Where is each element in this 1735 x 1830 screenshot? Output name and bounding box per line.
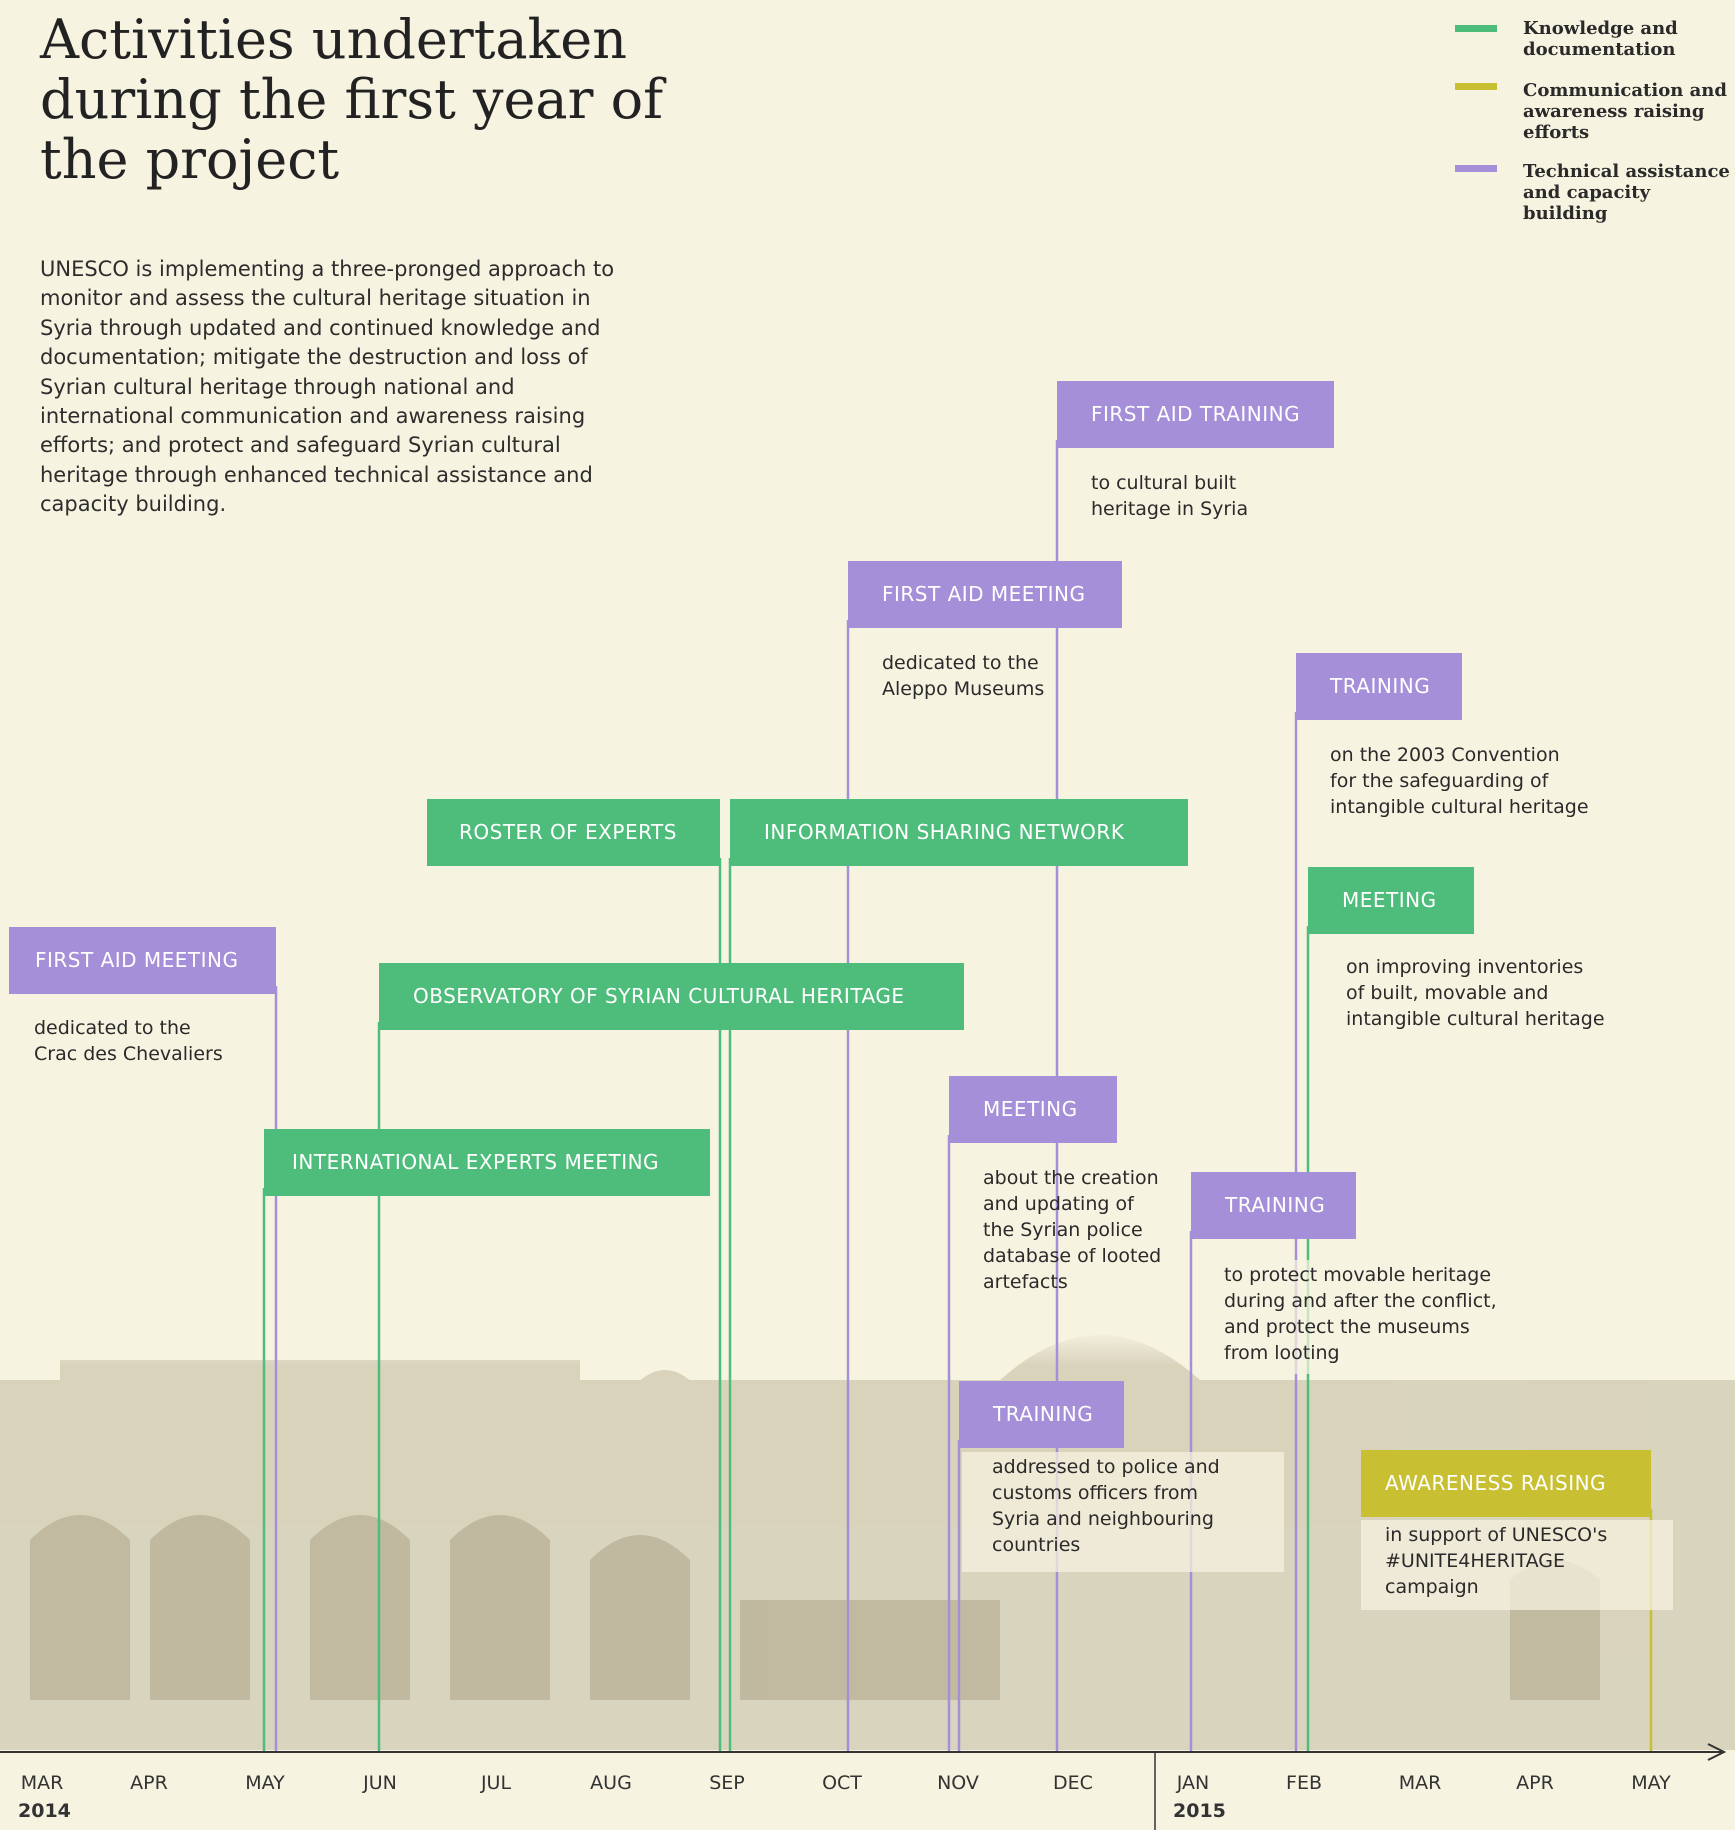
activity-flag: INFORMATION SHARING NETWORK xyxy=(730,799,1188,866)
legend-swatch xyxy=(1455,83,1497,90)
legend-label: Communication and awareness raising effo… xyxy=(1523,80,1727,143)
month-label: SEP xyxy=(709,1772,745,1794)
month-label: JAN xyxy=(1176,1772,1210,1794)
timeline-axis xyxy=(0,1743,1727,1830)
legend-item-knowledge: Knowledge and documentation xyxy=(1455,18,1735,68)
activity-flag: AWARENESS RAISING xyxy=(1361,1450,1651,1517)
activity-description: addressed to police and customs officers… xyxy=(962,1452,1284,1572)
intro-text: UNESCO is implementing a three-pronged a… xyxy=(40,257,615,517)
month-label: MAY xyxy=(1631,1772,1671,1794)
activity-description: on improving inventories of built, movab… xyxy=(1346,956,1605,1030)
activity-description: to protect movable heritage during and a… xyxy=(1194,1260,1554,1374)
page-title: Activities undertaken during the first y… xyxy=(40,8,664,191)
activity-flag: FIRST AID MEETING xyxy=(848,561,1122,628)
activity-flag: TRAINING xyxy=(959,1381,1124,1448)
month-label: AUG xyxy=(590,1772,632,1794)
month-label: MAR xyxy=(20,1772,64,1794)
activity-flag: ROSTER OF EXPERTS xyxy=(427,799,720,866)
legend-item-technical: Technical assistance and capacity buildi… xyxy=(1455,161,1735,224)
activity-description: dedicated to the Crac des Chevaliers xyxy=(34,1017,223,1065)
activity-description: to cultural built heritage in Syria xyxy=(1091,472,1249,520)
activity-description: about the creation and updating of the S… xyxy=(983,1167,1162,1293)
month-label: APR xyxy=(130,1772,168,1794)
legend-item-communication: Communication and awareness raising effo… xyxy=(1455,80,1735,148)
legend-swatch xyxy=(1455,165,1497,172)
month-label: FEB xyxy=(1286,1772,1322,1794)
activity-flag: INTERNATIONAL EXPERTS MEETING xyxy=(264,1129,710,1196)
activity-description: dedicated to the Aleppo Museums xyxy=(882,652,1045,700)
activity-flag: MEETING xyxy=(949,1076,1117,1143)
month-label: DEC xyxy=(1053,1772,1093,1794)
activity-flag: FIRST AID MEETING xyxy=(9,927,276,994)
month-label: MAR xyxy=(1398,1772,1442,1794)
month-label: APR xyxy=(1516,1772,1554,1794)
activity-flag: FIRST AID TRAINING xyxy=(1057,381,1334,448)
month-label: JUL xyxy=(480,1772,512,1794)
activity-description: on the 2003 Convention for the safeguard… xyxy=(1330,744,1589,818)
activity-flag: TRAINING xyxy=(1296,653,1462,720)
month-label: NOV xyxy=(937,1772,979,1794)
legend-swatch xyxy=(1455,25,1497,32)
legend-label: Knowledge and documentation xyxy=(1523,18,1678,60)
activity-flag: MEETING xyxy=(1308,867,1474,934)
month-label: MAY xyxy=(245,1772,285,1794)
year-label: 2014 xyxy=(18,1800,71,1822)
activity-flag: OBSERVATORY OF SYRIAN CULTURAL HERITAGE xyxy=(379,963,964,1030)
legend-label: Technical assistance and capacity buildi… xyxy=(1523,161,1730,224)
year-label: 2015 xyxy=(1173,1800,1226,1822)
month-label: OCT xyxy=(822,1772,862,1794)
activity-flag: TRAINING xyxy=(1191,1172,1356,1239)
activity-description: in support of UNESCO's #UNITE4HERITAGE c… xyxy=(1361,1520,1673,1610)
month-label: JUN xyxy=(363,1772,397,1794)
